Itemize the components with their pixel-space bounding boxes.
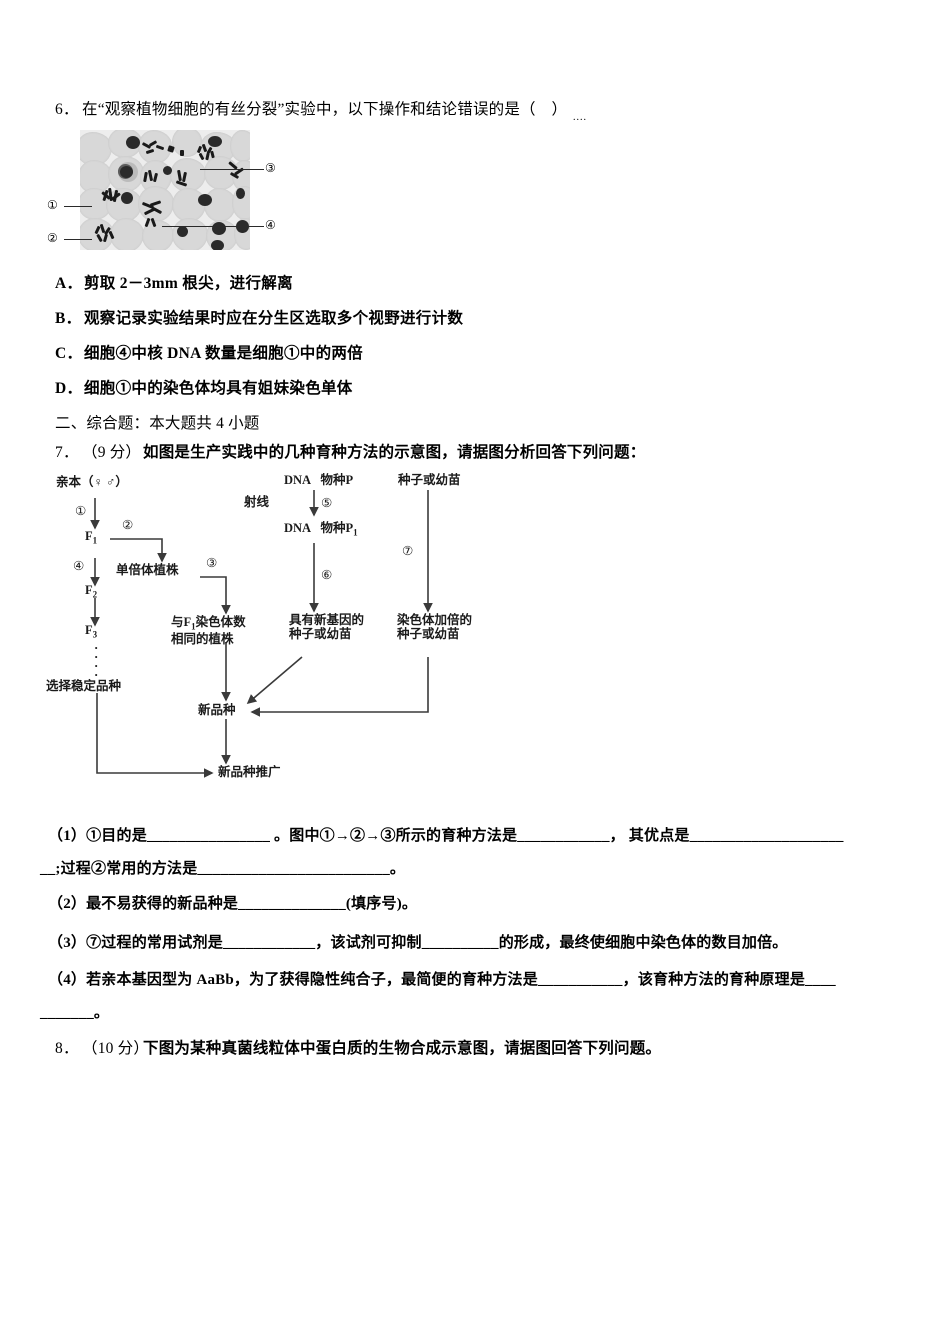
option-b-text: 观察记录实验结果时应在分生区选取多个视野进行计数	[84, 310, 464, 327]
question-6-emphasis-dots: ....	[573, 112, 587, 123]
leader-line-2	[64, 239, 92, 240]
node-new-gene-seedling: 具有新基因的种子或幼苗	[289, 613, 365, 642]
q7-sub2-line1: （2）最不易获得的新品种是______________(填序号)。	[48, 896, 418, 912]
question-7-number: 7．	[55, 444, 79, 461]
micrograph-image	[80, 130, 250, 250]
micrograph-label-1: ①	[47, 198, 58, 212]
micrograph-label-3: ③	[265, 161, 276, 175]
step-marker-7: ⑦	[402, 543, 414, 558]
step-marker-5: ⑤	[321, 495, 333, 510]
question-7-stem: 如图是生产实践中的几种育种方法的示意图，请据图分析回答下列问题：	[143, 444, 646, 461]
step-marker-6: ⑥	[321, 567, 333, 582]
option-a-letter: A．	[55, 275, 83, 292]
node-haploid-plant: 单倍体植株	[116, 563, 179, 577]
question-8-score: （10 分）	[82, 1040, 150, 1057]
option-d-letter: D．	[55, 380, 83, 397]
q7-sub4-line1: （4）若亲本基因型为 AaBb，为了获得隐性纯合子，最简便的育种方法是_____…	[48, 972, 836, 988]
node-select-stable: 选择稳定品种	[46, 679, 122, 693]
node-same-chrom-plant: 与F1染色体数相同的植株	[171, 615, 246, 646]
option-b-letter: B．	[55, 310, 82, 327]
question-8-stem: 下图为某种真菌线粒体中蛋白质的生物合成示意图，请据图回答下列问题。	[143, 1040, 662, 1057]
node-dna-species-p: DNA 物种P	[284, 473, 354, 487]
node-f1: F1	[85, 529, 98, 546]
option-a-text: 剪取 2－3mm 根尖，进行解离	[84, 275, 293, 292]
section-2-heading: 二、综合题：本大题共 4 小题	[55, 415, 260, 432]
node-parent: 亲本（♀ ♂）	[56, 475, 128, 489]
question-8-number: 8．	[55, 1040, 79, 1057]
q7-sub4-line2: _______。	[40, 1005, 110, 1021]
flowchart-arrows	[90, 490, 433, 778]
node-new-variety: 新品种	[198, 703, 236, 717]
option-c-letter: C．	[55, 345, 83, 362]
step-marker-1: ①	[75, 503, 87, 518]
micrograph-label-2: ②	[47, 231, 58, 245]
node-ray: 射线	[244, 495, 270, 509]
step-marker-4: ④	[73, 558, 85, 573]
leader-line-1	[64, 206, 92, 207]
breeding-methods-flowchart: 亲本（♀ ♂） F1 F2 F3 ···· 选择稳定品种 单倍体植株 与F1染色…	[40, 465, 560, 805]
node-dna-species-p1: DNA 物种P1	[284, 521, 358, 538]
step-marker-2: ②	[122, 517, 134, 532]
q7-sub1-line2: __;过程②常用的方法是_________________________。	[40, 861, 406, 877]
step-marker-3: ③	[206, 555, 218, 570]
node-f3: F3	[85, 623, 98, 640]
question-6-number: 6．	[55, 101, 79, 118]
vertical-ellipsis: ····	[94, 640, 99, 682]
node-f2: F2	[85, 583, 98, 600]
q7-sub3-line1: （3）⑦过程的常用试剂是____________，该试剂可抑制_________…	[48, 935, 788, 951]
question-6-stem: 在“观察植物细胞的有丝分裂”实验中，以下操作和结论错误的是（ ）	[82, 101, 568, 118]
question-7-score: （9 分）	[82, 444, 142, 461]
q7-sub1-line1: （1）①目的是________________ 。图中①→②→③所示的育种方法是…	[48, 828, 844, 844]
option-c-text: 细胞④中核 DNA 数量是细胞①中的两倍	[84, 345, 363, 362]
leader-line-3	[200, 169, 264, 170]
option-d-text: 细胞①中的染色体均具有姐妹染色单体	[84, 380, 353, 397]
node-chrom-doubled-seedling: 染色体加倍的种子或幼苗	[397, 613, 473, 642]
plant-cell-mitosis-figure	[80, 130, 250, 250]
node-seed-or-seedling: 种子或幼苗	[398, 473, 461, 487]
leader-line-4	[162, 226, 264, 227]
node-promote-new-variety: 新品种推广	[218, 765, 281, 779]
micrograph-label-4: ④	[265, 218, 276, 232]
